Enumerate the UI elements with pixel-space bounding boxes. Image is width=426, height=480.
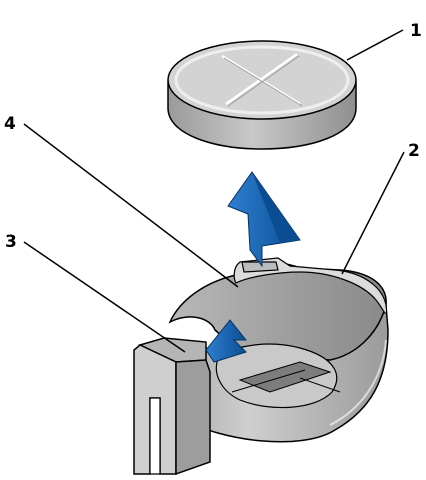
lever-side (175, 359, 211, 476)
socket-rim (233, 257, 388, 315)
callout-2: 2 (408, 141, 420, 161)
lift-arrow (227, 171, 301, 268)
socket-contact (238, 361, 332, 393)
leader-line-2 (341, 151, 405, 275)
socket-tab (241, 261, 279, 273)
battery-release-lever (133, 337, 211, 476)
lever-slot (149, 397, 161, 475)
leader-lines (23, 29, 405, 353)
battery-x-mark (221, 52, 301, 106)
press-lever-arrow (205, 319, 248, 363)
callout-1: 1 (410, 21, 422, 41)
battery-face-rim (174, 45, 350, 115)
leader-line-3 (23, 241, 186, 353)
leader-line-4 (23, 123, 239, 288)
callout-3: 3 (5, 232, 17, 252)
leader-line-1 (346, 29, 404, 61)
coin-battery (167, 40, 357, 150)
callout-4: 4 (4, 114, 16, 134)
